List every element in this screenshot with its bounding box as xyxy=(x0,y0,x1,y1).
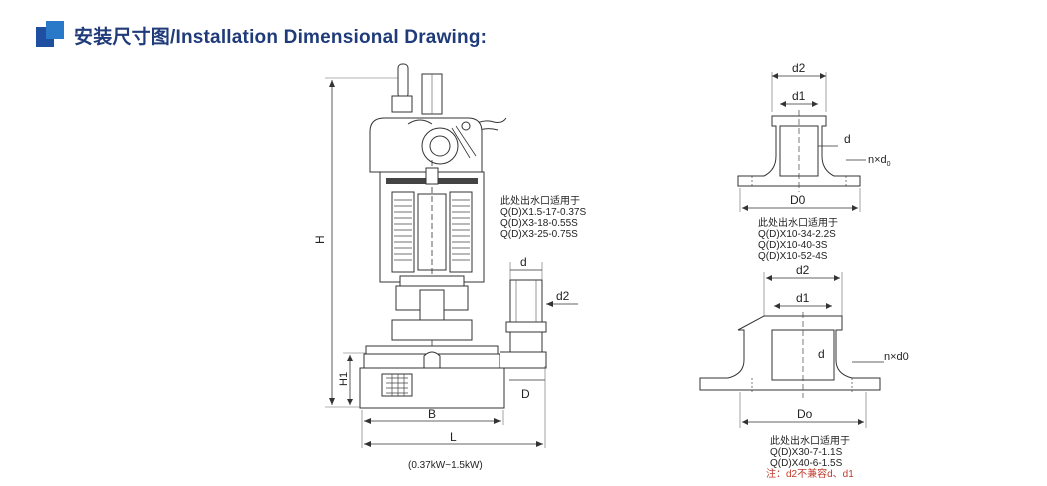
flange-bottom-drawing: d2 d1 d n×d0 Do xyxy=(699,263,909,428)
flange-top-d1-label: d1 xyxy=(792,89,806,103)
flange-top-d2-label: d2 xyxy=(792,61,806,75)
flange-bottom-d2-label: d2 xyxy=(796,263,810,277)
flange-bottom-model: Q(D)X30-7-1.1S xyxy=(770,447,843,458)
section-logo-icon xyxy=(36,21,66,49)
flange-top-drawing: d2 d1 d n×d0 D0 xyxy=(737,61,891,212)
dim-D-label: D xyxy=(521,387,530,401)
pump-outlet-note-heading: 此处出水口适用于 xyxy=(500,196,580,207)
flange-bottom-model: Q(D)X40-6-1.5S xyxy=(770,458,843,469)
pump-drawing: H H1 xyxy=(313,63,578,448)
section-header: 安装尺寸图/Installation Dimensional Drawing: xyxy=(36,20,487,50)
flange-top-D0-label: D0 xyxy=(790,193,806,207)
flange-bottom-nd-label: n×d0 xyxy=(884,351,909,363)
flange-bottom-remark: 注：d2不兼容d、d1 xyxy=(766,469,854,480)
flange-top-note-heading: 此处出水口适用于 xyxy=(758,218,838,229)
dim-d-label: d xyxy=(520,255,527,269)
flange-top-model: Q(D)X10-40-3S xyxy=(758,240,828,251)
flange-bottom-note-heading: 此处出水口适用于 xyxy=(770,436,850,447)
flange-top-model: Q(D)X10-34-2.2S xyxy=(758,229,836,240)
dim-H-label: H xyxy=(313,235,327,244)
pump-outlet-model: Q(D)X3-25-0.75S xyxy=(500,229,578,240)
dim-d2-label: d2 xyxy=(556,289,570,303)
pump-power-caption: (0.37kW~1.5kW) xyxy=(408,460,483,471)
pump-outlet-model: Q(D)X1.5-17-0.37S xyxy=(500,207,587,218)
flange-bottom-Do-label: Do xyxy=(797,407,813,421)
flange-top-d-label: d xyxy=(844,132,851,146)
pump-outlet-model: Q(D)X3-18-0.55S xyxy=(500,218,578,229)
dim-H1-label: H1 xyxy=(338,372,350,386)
flange-top-model: Q(D)X10-52-4S xyxy=(758,251,828,262)
pump-outlet-note: 此处出水口适用于 Q(D)X1.5-17-0.37S Q(D)X3-18-0.5… xyxy=(500,196,586,240)
page-title: 安装尺寸图/Installation Dimensional Drawing: xyxy=(74,26,488,48)
flange-bottom-d-label: d xyxy=(818,347,825,361)
flange-bottom-d1-label: d1 xyxy=(796,291,810,305)
dim-L-label: L xyxy=(450,430,457,444)
dim-B-label: B xyxy=(428,407,436,421)
flange-top-nd-label: n×d0 xyxy=(868,154,891,168)
flange-top-note: 此处出水口适用于 Q(D)X10-34-2.2S Q(D)X10-40-3S Q… xyxy=(758,218,838,262)
flange-bottom-note: 此处出水口适用于 Q(D)X30-7-1.1S Q(D)X40-6-1.5S 注… xyxy=(766,436,854,480)
